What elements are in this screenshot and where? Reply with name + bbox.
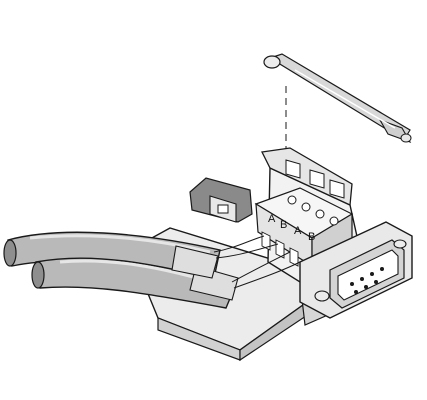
signal-wires [213, 235, 301, 289]
terminal-label: B [308, 231, 315, 243]
locking-screw [263, 53, 412, 144]
cable-lower [31, 245, 239, 309]
cable-clamp [189, 177, 253, 223]
terminal-label: A [268, 213, 276, 225]
terminal-label: A [294, 225, 302, 237]
terminal-label: B [280, 219, 287, 231]
dsub-connector [299, 221, 413, 319]
